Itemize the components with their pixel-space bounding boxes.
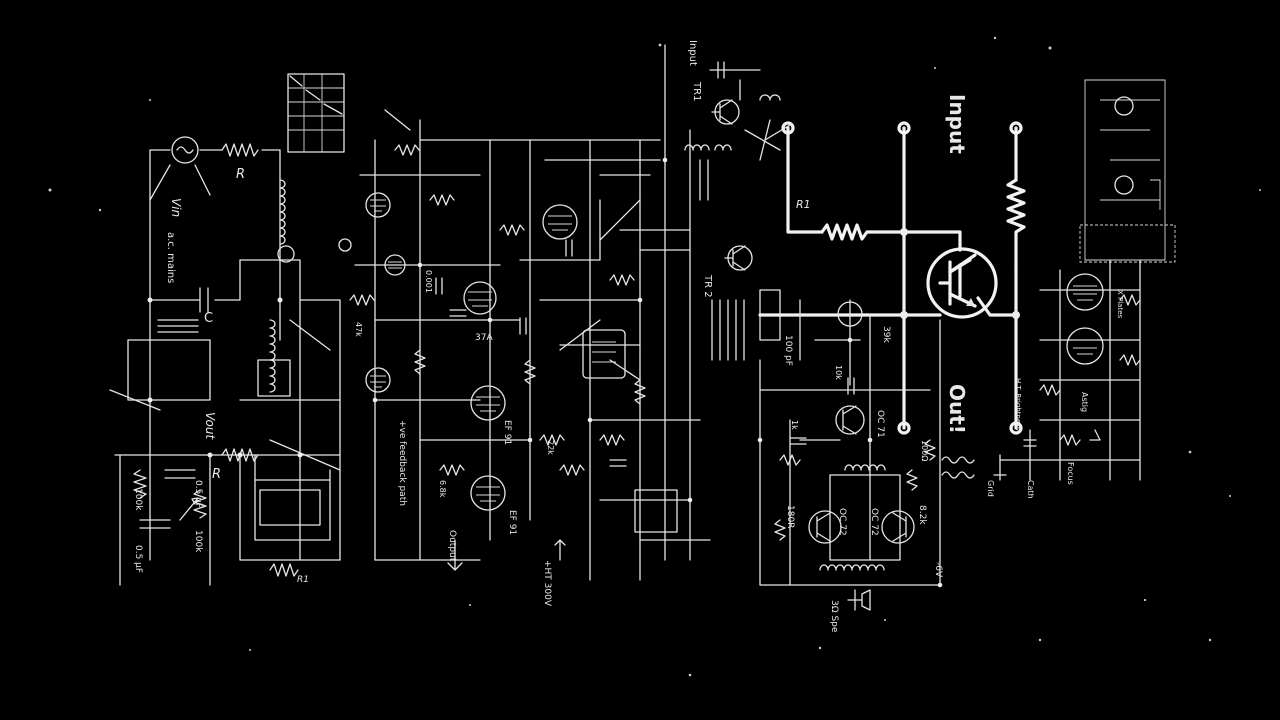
- crt-section: [993, 79, 1176, 481]
- label-47k: 47k: [354, 322, 363, 337]
- valve-box-icon: [582, 329, 626, 379]
- input-transistor-tr1: [709, 61, 791, 341]
- label-100k-a: 100k: [133, 488, 143, 511]
- transistor-icon: [808, 510, 842, 544]
- label-100pf: 100 pF: [783, 335, 793, 366]
- label-r1-top: R1: [796, 198, 811, 211]
- valve-icon: [470, 475, 506, 511]
- transistor-icon: [835, 405, 865, 435]
- label-oc71: OC 71: [875, 410, 885, 438]
- label-r1-bottom: R1: [297, 575, 309, 585]
- label-astig: Astig: [1080, 392, 1089, 412]
- label-180r: 180R: [785, 505, 795, 528]
- label-focus: Focus: [1066, 462, 1075, 485]
- oc-output-stage: [757, 299, 975, 611]
- dust-specks: [48, 36, 1261, 677]
- valve-icon: [542, 204, 578, 240]
- label-22k: 22k: [546, 440, 555, 455]
- label-speaker: 3Ω Spe: [829, 600, 839, 633]
- label-input-big: Input: [945, 94, 969, 154]
- label-r-top: R: [236, 167, 245, 182]
- label-1k: 1k: [790, 420, 799, 430]
- component-table: [287, 73, 345, 153]
- label-feedback: +ve feedback path: [397, 420, 407, 506]
- label-valve-37a: 37A: [475, 333, 493, 343]
- label-10k: 10k: [834, 365, 843, 380]
- label-ht-brightness: H.T. Brightness: [1014, 378, 1022, 431]
- label-oc72a: OC 72: [837, 508, 847, 536]
- label-cap-c: C: [204, 311, 213, 326]
- label-tr1: TR1: [691, 81, 702, 101]
- label-0-001: 0.001: [424, 270, 433, 293]
- label-input-small: Input: [687, 40, 698, 66]
- transistor-icon: [926, 247, 998, 319]
- label-output-small: Output: [447, 530, 457, 562]
- label-cath: Cath: [1026, 480, 1035, 499]
- power-supply-section: [109, 136, 352, 586]
- label-39k: 39k: [881, 326, 891, 343]
- valve-icon: [365, 367, 391, 393]
- transistor-icon: [881, 510, 915, 544]
- label-6-8k: 6.8k: [438, 480, 447, 498]
- valve-icon: [384, 254, 406, 276]
- label-grid: Grid: [986, 480, 995, 497]
- label-ht: +HT 300V: [542, 560, 552, 607]
- valve-icon: [463, 281, 497, 315]
- label-mains: a.c. mains: [165, 232, 176, 283]
- valve-amplifier-section: [287, 44, 745, 581]
- label-v-out: Vout: [203, 412, 217, 440]
- label-cap-05b: 0.5 μF: [133, 545, 143, 573]
- label-output-big: Out!: [945, 384, 969, 434]
- label-8-2k: 8.2k: [917, 505, 927, 525]
- valve-icon: [365, 192, 391, 218]
- label-oc72b: OC 72: [869, 508, 879, 536]
- relay-box-icon: [634, 489, 678, 533]
- label-tr2: TR 2: [702, 274, 713, 298]
- label-v-in: Vin: [169, 198, 183, 217]
- label-100r: 100Ω: [920, 440, 929, 461]
- label-minus-6v: -6V: [933, 562, 943, 578]
- valve-icon: [1066, 327, 1104, 365]
- transistor-amplifier-section: [758, 121, 1026, 435]
- label-valve-ef91a: EF 91: [502, 420, 512, 445]
- label-100k-b: 100k: [193, 530, 203, 553]
- transistor-icon: [837, 301, 863, 327]
- valve-icon: [1066, 273, 1104, 311]
- valve-icon: [1114, 96, 1134, 116]
- label-r-bottom: R: [212, 467, 221, 482]
- label-cap-05a: 0.5 μF: [193, 480, 203, 508]
- valve-icon: [470, 385, 506, 421]
- valve-icon: [1114, 175, 1134, 195]
- label-x-plates: X Plates: [1116, 290, 1124, 319]
- label-valve-ef91b: EF 91: [507, 510, 517, 535]
- ac-source-icon: [171, 136, 199, 164]
